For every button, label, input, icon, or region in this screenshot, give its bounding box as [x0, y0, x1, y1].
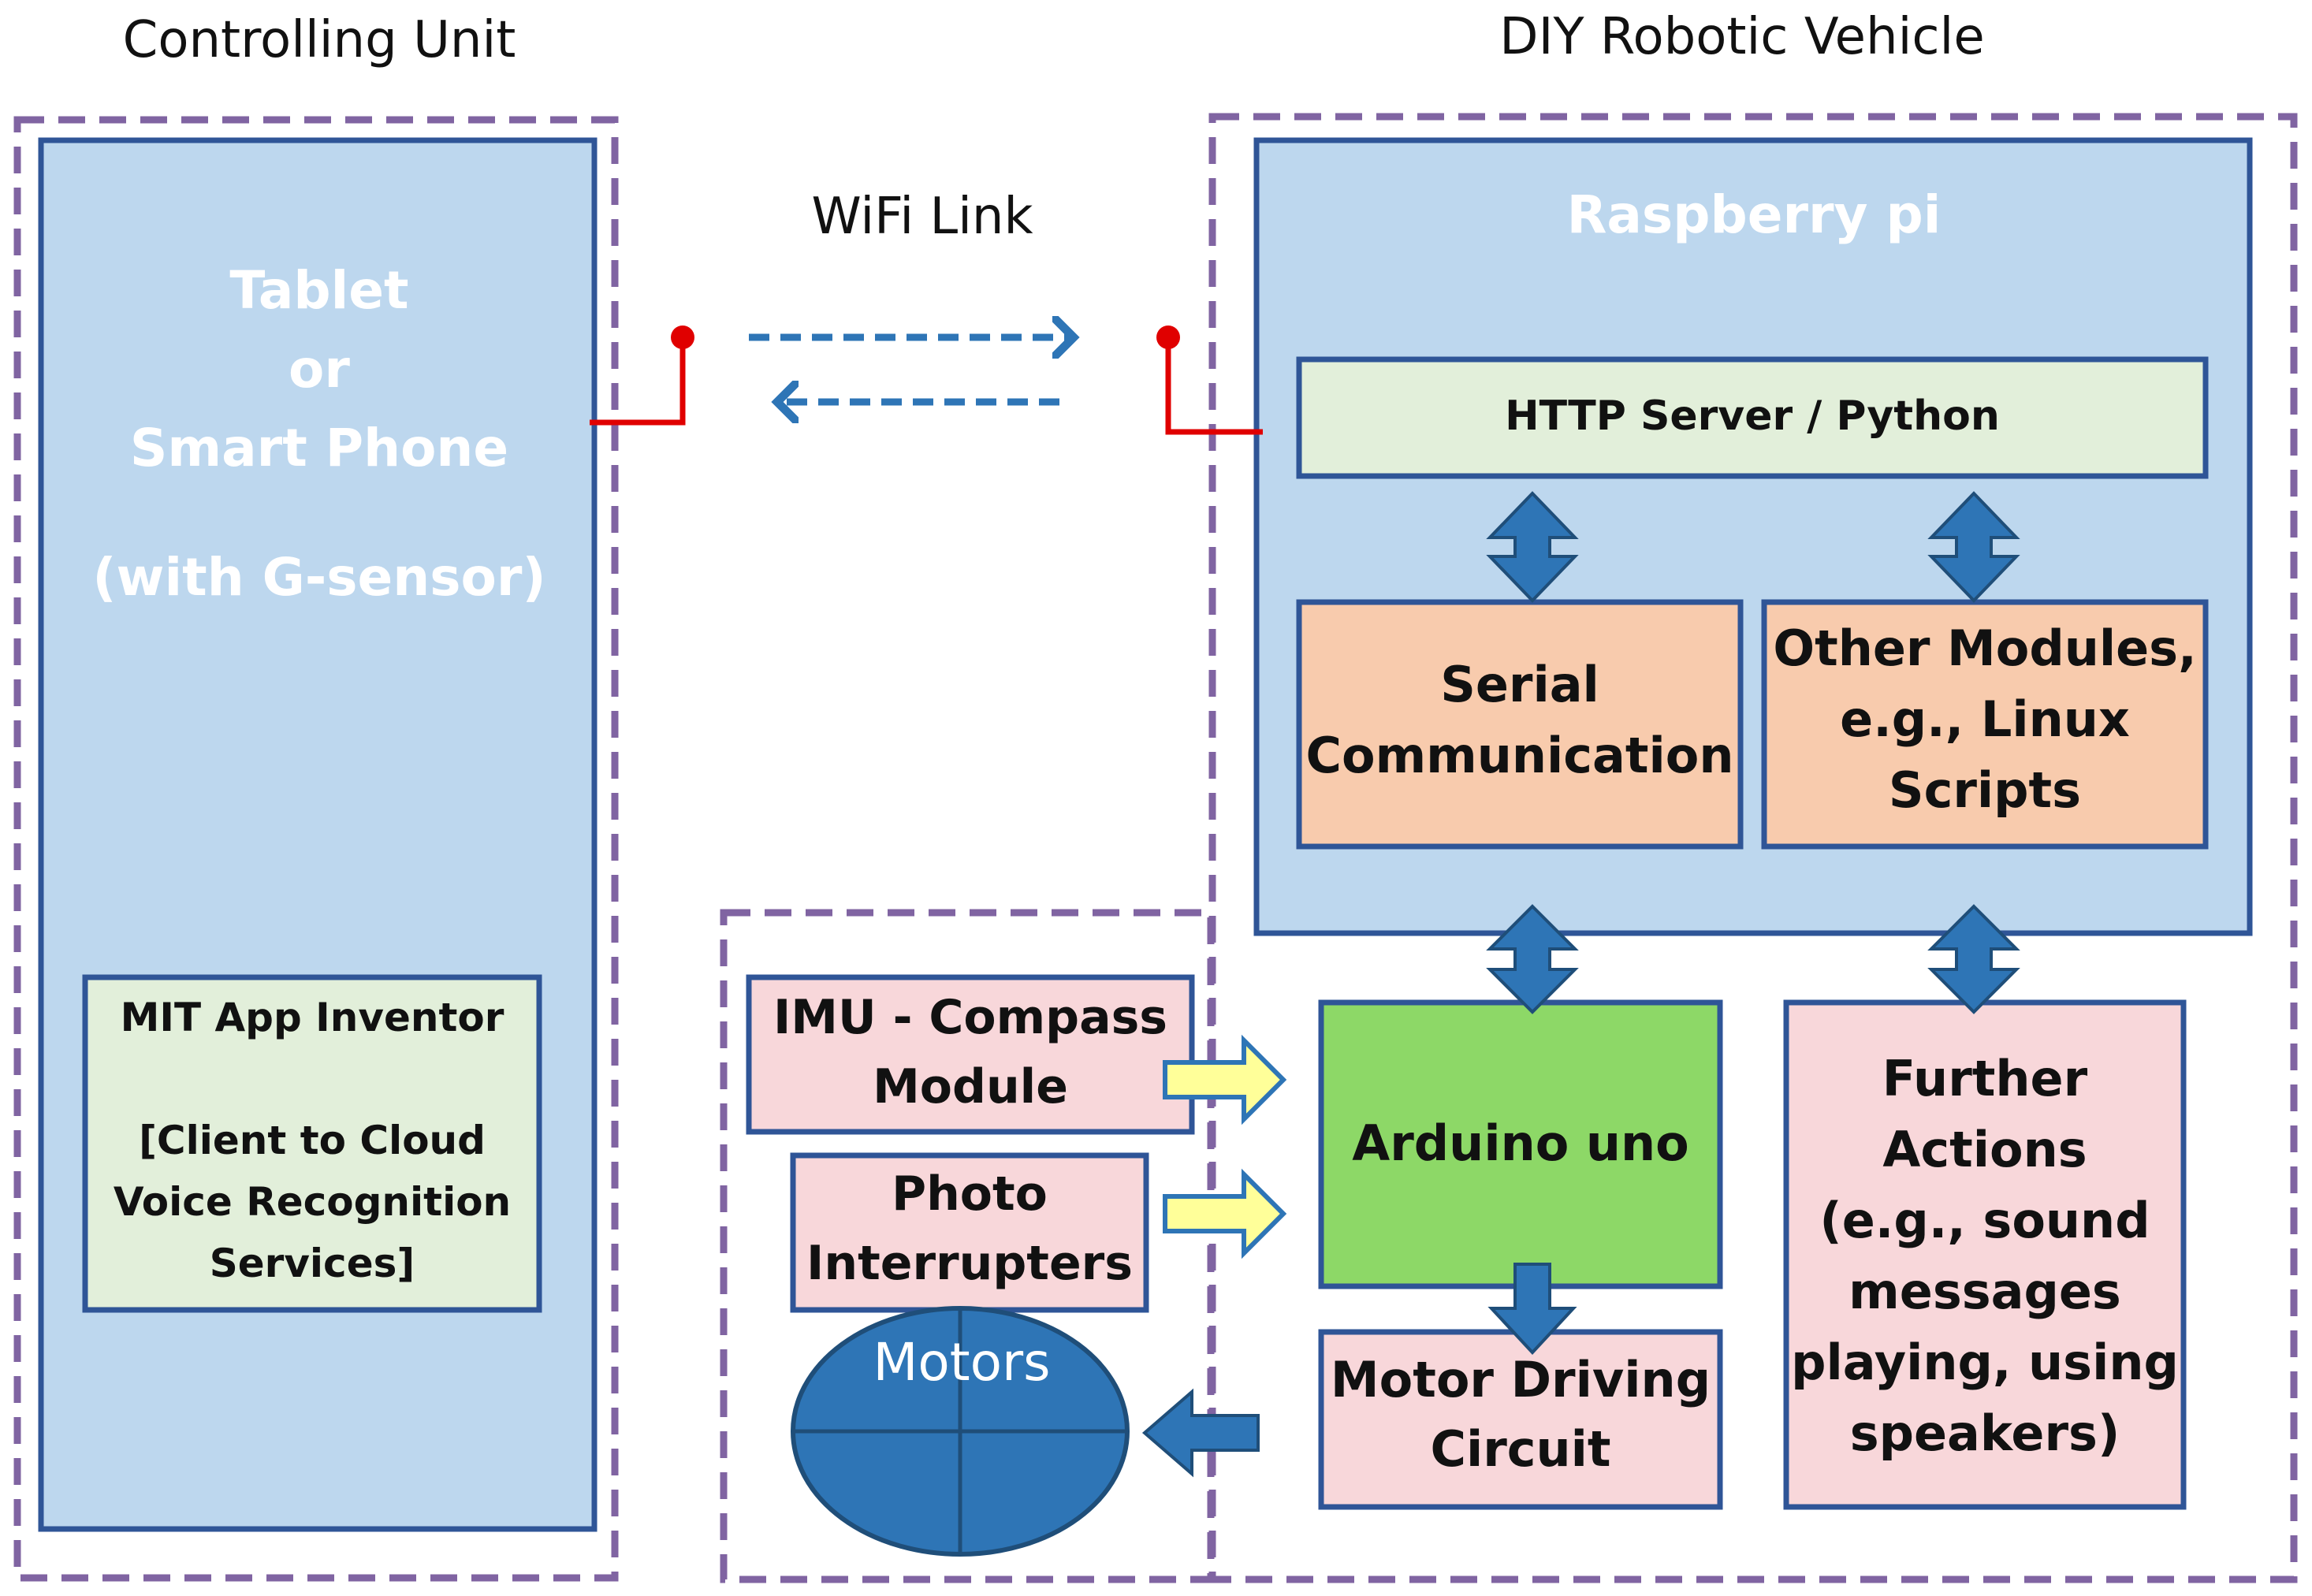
app-inventor-line2: [Client to Cloud: [139, 1118, 486, 1163]
photo-interrupters-line1: Photo: [892, 1166, 1048, 1222]
wifi-link-label: WiFi Link: [811, 188, 1033, 246]
http-serial-arrow: [1486, 491, 1579, 603]
arduino-box: [1318, 999, 1723, 1289]
photo-arduino-arrow: [1163, 1168, 1287, 1259]
further-actions-line2: Actions: [1882, 1121, 2087, 1178]
vehicle-antenna: [1156, 326, 1263, 435]
vehicle-title: DIY Robotic Vehicle: [1499, 8, 1985, 66]
further-actions-line3: (e.g., sound: [1819, 1192, 2150, 1249]
pi-further-arrow: [1927, 904, 2020, 1014]
http-other-arrow: [1927, 491, 2020, 603]
motor-driving-line1: Motor Driving: [1330, 1351, 1711, 1408]
imu-arduino-arrow: [1163, 1034, 1287, 1125]
tablet-label-line2: or: [289, 339, 350, 400]
imu-compass-box: [746, 974, 1195, 1135]
tablet-antenna: [590, 326, 694, 426]
app-inventor-line4: Services]: [209, 1241, 415, 1286]
imu-compass-line2: Module: [873, 1059, 1068, 1114]
arduino-label: Arduino uno: [1352, 1114, 1689, 1172]
tablet-label-line1: Tablet: [229, 260, 409, 321]
further-actions-line6: speakers): [1849, 1404, 2120, 1462]
controlling-unit-title: Controlling Unit: [122, 11, 516, 69]
motor-driving-box: [1318, 1329, 1723, 1510]
vehicle-group: [1208, 113, 2298, 1583]
motor-driving-motors-arrow: [1141, 1388, 1260, 1478]
further-actions-line5: playing, using: [1791, 1334, 2179, 1391]
pi-arduino-arrow: [1486, 904, 1579, 1014]
serial-communication-box: [1296, 599, 1744, 850]
motors-ellipse: [791, 1306, 1130, 1557]
imu-compass-line1: IMU - Compass: [773, 990, 1168, 1045]
app-inventor-line3: Voice Recognition: [113, 1179, 512, 1225]
motors-label: Motors: [873, 1332, 1051, 1393]
other-modules-box: [1761, 599, 2209, 850]
photo-interrupters-box: [790, 1152, 1149, 1313]
tablet-label-line3: Smart Phone: [129, 418, 509, 478]
other-modules-line3: Scripts: [1888, 761, 2082, 819]
serial-communication-line1: Serial: [1440, 656, 1599, 713]
further-actions-line1: Further: [1882, 1050, 2088, 1107]
other-modules-line1: Other Modules,: [1773, 619, 2197, 677]
app-inventor-line1: MIT App Inventor: [120, 995, 504, 1040]
serial-communication-line2: Communication: [1305, 727, 1734, 784]
photo-interrupters-line2: Interrupters: [806, 1236, 1133, 1291]
raspberry-pi-title: Raspberry pi: [1566, 184, 1942, 245]
tablet-label-line4: (with G-sensor): [92, 547, 546, 608]
further-actions-box: [1783, 999, 2187, 1510]
http-server-box: [1296, 356, 2209, 479]
controlling-unit-group: [13, 116, 619, 1582]
http-server-label: HTTP Server / Python: [1505, 392, 2000, 440]
further-actions-line4: messages: [1848, 1263, 2121, 1320]
sensors-motors-group: [720, 909, 1215, 1583]
other-modules-line2: e.g., Linux: [1840, 690, 2130, 748]
motor-driving-line2: Circuit: [1430, 1420, 1611, 1478]
app-inventor-box: [82, 974, 542, 1313]
arduino-motor-driving-arrow: [1487, 1263, 1577, 1355]
